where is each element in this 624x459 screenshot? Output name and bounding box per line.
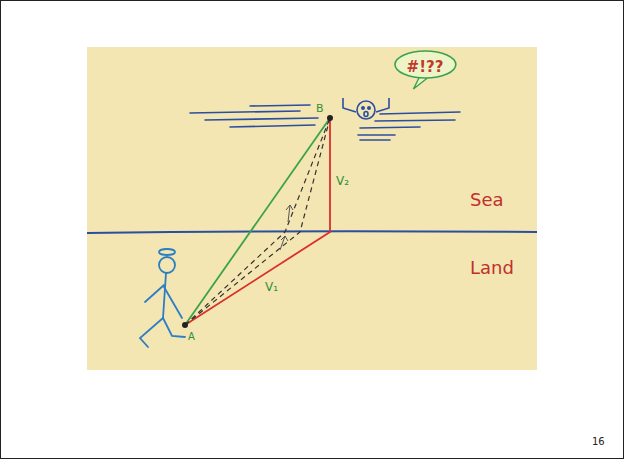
region-label: Land — [470, 259, 514, 277]
dashed-paths — [185, 118, 330, 325]
region-label: Sea — [470, 191, 504, 209]
slide-number: 16 — [592, 437, 605, 447]
fast-path — [185, 118, 330, 325]
point-b — [327, 115, 333, 121]
speech-bubble: #!?? — [394, 50, 457, 79]
speed-label: V₂ — [336, 175, 349, 187]
point-a — [182, 322, 188, 328]
stick-figure — [140, 249, 185, 347]
point-label: A — [188, 332, 195, 342]
sea-waves — [190, 105, 460, 140]
speed-label: V₁ — [265, 281, 278, 293]
straight-path — [185, 118, 330, 325]
shoreline — [87, 231, 537, 233]
small-arrows — [280, 205, 293, 250]
paper-card — [87, 47, 537, 370]
exclamation-text: #!?? — [407, 60, 444, 75]
point-label: B — [316, 103, 324, 114]
swimmer — [343, 98, 389, 119]
